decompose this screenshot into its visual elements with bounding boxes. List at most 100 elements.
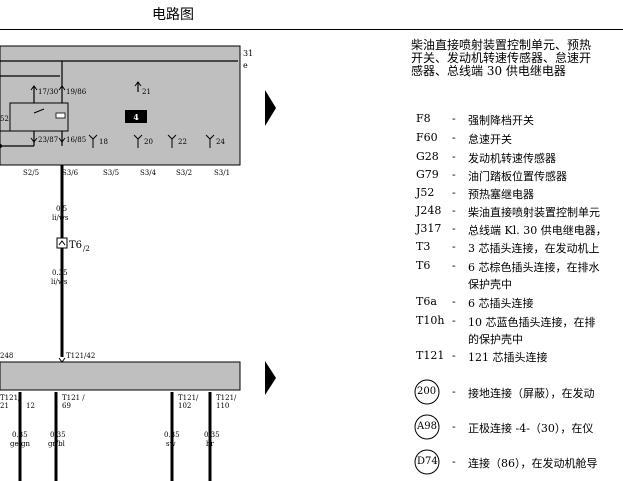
arrow-21 [134,81,142,87]
circle-text: 正极连接 -4-（30），在仪 [468,422,594,435]
legend-text: 6 芯插头连接 [468,297,534,310]
legend-text: 柴油直接喷射装置控制单元 [468,206,600,219]
ext-pin-24: 24 [216,138,225,146]
legend-text: 油门踏板位置传感器 [468,170,567,183]
bottom-connector-5-label: T121/ [216,394,237,402]
arrow-1685 [58,137,66,143]
location-circle-200 [414,379,440,405]
legend-dash: - [452,420,456,433]
connector-t6-pin: /2 [83,245,90,253]
lower-left-label: 248 [0,352,13,360]
legend-code: T6 [416,259,431,272]
relay-j317-symbol [9,102,69,132]
bottom-wire-4-color: sw [166,440,176,448]
bottom-wire-2-color: gr/bl [48,440,66,448]
connector-t6-symbol [56,237,68,249]
legend-text: 预热塞继电器 [468,188,534,201]
legend-text: 强制降档开关 [468,114,534,127]
legend-code: T3 [416,240,431,253]
legend-dash: - [452,222,456,235]
legend-text-continued: 保护壳中 [468,278,512,291]
pin-1685-label: 16/85 [66,136,86,144]
description-line-2: 开关、发动机转速传感器、怠速开 [411,51,592,65]
page-title: 电路图 [152,7,194,23]
arrow-1986 [58,85,66,91]
location-circle-d74 [414,449,440,475]
external-pin-group: 18 20 22 24 [88,134,225,148]
arrow-2387 [30,137,38,143]
control-unit-box [0,361,241,391]
relay-module-box [0,45,241,166]
legend-code: J248 [416,204,442,217]
title-divider [0,29,623,30]
legend-text: 发动机转速传感器 [468,152,556,165]
fuse-label-3: S3/5 [103,169,119,177]
legend-dash: - [452,204,456,217]
circle-code: A98 [417,421,437,432]
relay-coil [55,112,66,119]
fuse-label-4: S3/4 [140,169,157,177]
legend-text: 6 芯棕色插头连接，在排水 [468,261,600,274]
legend-dash: - [452,131,456,144]
legend-code: T6a [416,295,437,308]
legend-dash: - [452,240,456,253]
wire-b-color: li/ws [51,278,68,286]
arrow-1730 [30,85,38,91]
pin-2387-label: 23/87 [38,136,58,144]
legend-text: 总线端 Kl. 30 供电继电器， [468,224,607,237]
pin-21-label: 21 [142,88,151,96]
legend-code: J52 [416,186,435,199]
legend-code: G79 [416,168,439,181]
legend-code: F8 [416,112,431,125]
legend-dash: - [452,259,456,272]
circle-text: 接地连接（屏蔽），在发动 [468,387,595,400]
wire-b-size: 0.35 [52,269,68,277]
legend-dash: - [452,186,456,199]
legend-code: T10h [416,314,445,327]
legend-text: 121 芯插头连接 [468,351,548,364]
fuse-label-1: S2/5 [23,169,39,177]
fuse-label-6: S3/1 [214,169,230,177]
rail-31-sub-label: e [243,61,248,70]
continue-arrow-icon [265,90,276,126]
legend-dash: - [452,314,456,327]
connector-t6-name: T6 [69,240,82,251]
pin-1730-label: 17/30 [38,88,58,96]
fuse-label-2: S3/6 [62,169,79,177]
ext-pin-20: 20 [144,138,153,146]
ext-pin-22: 22 [178,138,187,146]
bottom-connector-4-label: T121/ [178,394,199,402]
lower-pin-label: T121/42 [66,352,95,360]
legend-dash: - [452,112,456,125]
bottom-connector-5-pin: 110 [216,402,229,410]
legend-text-continued: 的保护壳中 [468,333,523,346]
junction-dot [0,144,2,148]
circle-text: 连接（86），在发动机舱导 [468,457,598,470]
bottom-connector-1-label: T121/ [0,394,21,402]
bottom-connector-2-label: T121 / [62,394,85,402]
bottom-connector-4-pin: 102 [178,402,191,410]
bottom-connector-3-pin: 69 [62,402,71,410]
wire-a-color: li/ws [52,214,69,222]
legend-dash: - [452,349,456,362]
relay-contact [33,108,45,114]
module-number: 4 [133,112,139,122]
pin-52-label: 52 [0,115,9,123]
legend-code: T121 [416,349,445,362]
legend-text: 怠速开关 [468,133,512,146]
legend-code: G28 [416,150,439,163]
continue-arrow-icon [265,361,276,395]
circle-code: 200 [417,386,437,397]
legend-dash: - [452,150,456,163]
legend-code: J317 [416,222,442,235]
bottom-connector-2-pin: 12 [26,402,35,410]
description-line-3: 感器、总线端 30 供电继电器 [411,64,566,78]
legend-dash: - [452,385,456,398]
wire-a-size: 0.5 [56,205,67,213]
legend-dash: - [452,295,456,308]
bottom-connector-1-pin: 21 [0,402,9,410]
circle-code: D74 [417,456,438,467]
pin-1986-label: 19/86 [66,88,87,96]
legend-text: 10 芯蓝色插头连接，在排 [468,316,596,329]
